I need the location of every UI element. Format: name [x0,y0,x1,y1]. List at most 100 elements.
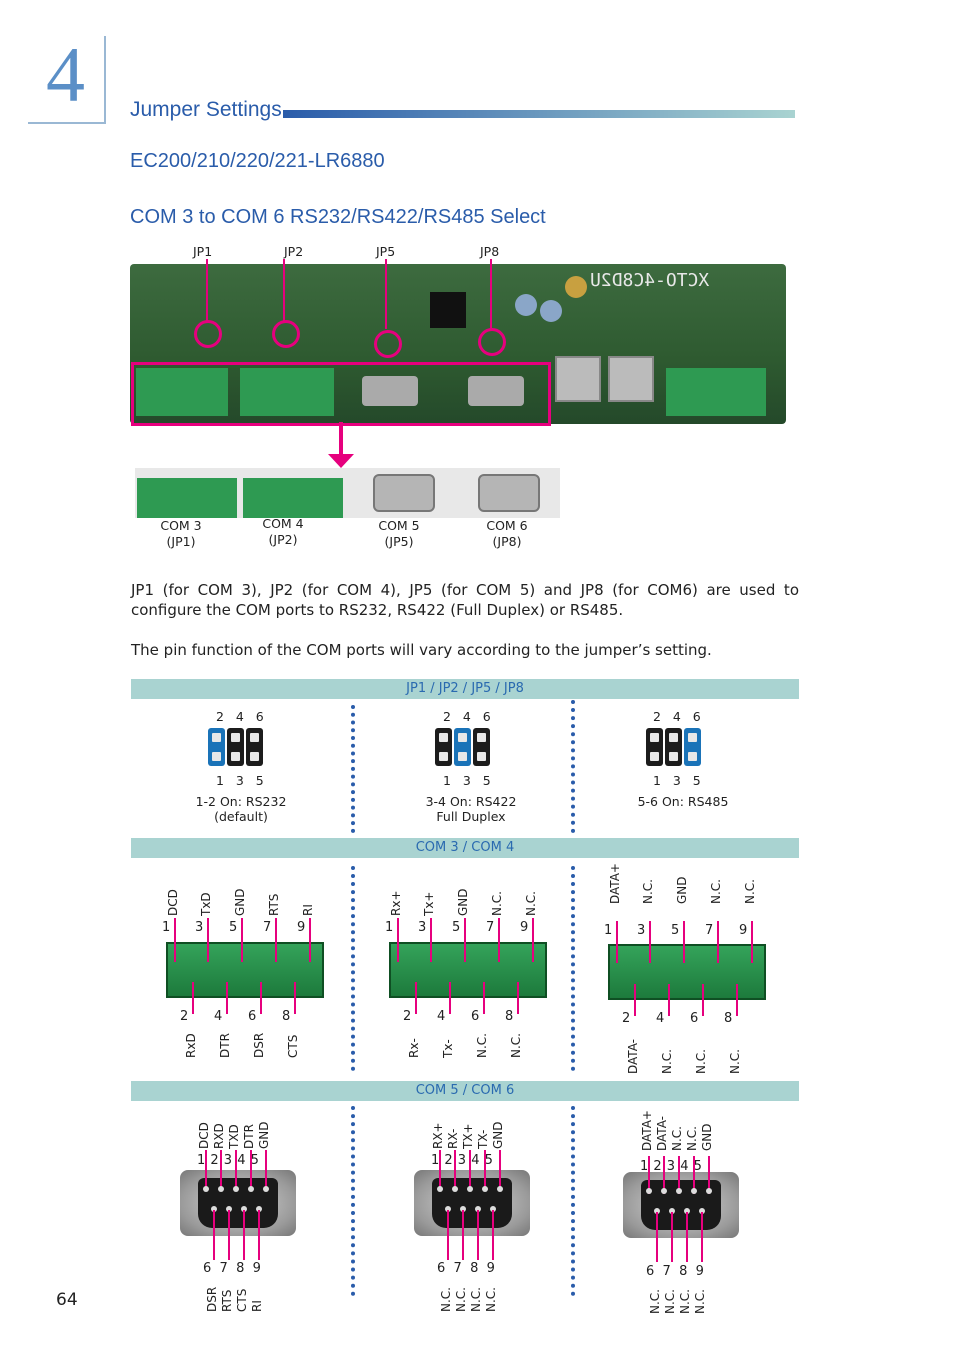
pin-label: N.C. [670,1126,684,1151]
db9-pin [241,1206,247,1212]
pin-leader [207,918,209,962]
db9-pin [661,1188,667,1194]
pin-leader [483,982,485,1014]
pin-leader [226,982,228,1014]
pin-label: N.C. [490,891,504,916]
pin-leader [634,984,636,1016]
board-capacitor [515,294,537,316]
arrow-shaft [339,422,343,456]
pin-label: N.C. [469,1287,483,1312]
db9-pin [445,1206,451,1212]
db9-pin [646,1188,652,1194]
board-label-jp8: JP8 [480,244,500,259]
pin-label: N.C. [484,1287,498,1312]
pin-label: N.C. [663,1289,677,1314]
pin-leader [213,1210,215,1260]
db9-pin [203,1186,209,1192]
pin-label: Tx+ [422,891,436,917]
pin-label: N.C. [694,1049,708,1074]
pin-leader [464,918,466,962]
pin-label: N.C. [641,879,655,904]
pin-number: 5 [229,920,238,935]
pin-label: DATA+ [640,1110,654,1151]
page-number: 64 [56,1290,78,1310]
db9-pin [211,1206,217,1212]
db9-top-numbers: 1 2 3 4 5 [431,1153,493,1168]
pin-leader [498,918,500,962]
model-title: EC200/210/220/221-LR6880 [130,150,385,172]
board-terminal [240,368,334,416]
com3-terminal [137,478,237,518]
pin-number: 2 [180,1009,189,1024]
pin-leader [693,1156,695,1194]
pin-leader [462,1210,464,1260]
pin-leader [663,1156,665,1194]
db9-connector [180,1170,296,1236]
db9-pin [233,1186,239,1192]
pin-label: N.C. [660,1049,674,1074]
pin-number: 5 [671,923,680,938]
pin-label: Rx+ [389,890,403,917]
pin-leader [648,1156,650,1194]
db9-bottom-numbers: 6 7 8 9 [203,1261,261,1276]
pin-leader [241,918,243,962]
pin-label: DATA+ [608,863,622,904]
terminal-block [166,942,324,998]
db9-pin [475,1206,481,1212]
pin-label: RTS [267,893,281,916]
pin-label: DCD [166,889,180,916]
pin-label: N.C. [693,1289,707,1314]
jumper-3-top: 2 4 6 [653,709,701,724]
pin-leader [477,1210,479,1260]
db9-pin [460,1206,466,1212]
db9-pin [248,1186,254,1192]
pin-number: 2 [403,1009,412,1024]
pin-label: TxD [199,892,213,916]
pin-number: 9 [739,923,748,938]
pin-number: 9 [520,920,529,935]
pin-label: GND [491,1121,505,1149]
pin-number: 8 [505,1009,514,1024]
separator [571,1106,575,1296]
db9-pin [669,1208,675,1214]
pin-leader [449,982,451,1014]
pin-label: RXD [212,1123,226,1149]
pin-label: N.C. [509,1033,523,1058]
db9-connector [623,1172,739,1238]
pin-number: 8 [724,1011,733,1026]
pin-leader [484,1150,486,1188]
board-image: XCTO-4C8D2U [130,264,786,424]
pin-number: 1 [604,923,613,938]
pin-leader [702,984,704,1016]
section-title: Jumper Settings [130,98,282,121]
separator [351,1106,355,1296]
pin-leader [517,982,519,1014]
subtitle: COM 3 to COM 6 RS232/RS422/RS485 Select [130,206,546,228]
pin-number: 1 [385,920,394,935]
pin-leader [258,1210,260,1260]
jumper-2-bottom: 1 3 5 [443,773,491,788]
pin-label: RTS [220,1289,234,1312]
pin-number: 6 [471,1009,480,1024]
db9-pin [226,1206,232,1212]
com5-label: COM 5(JP5) [378,518,420,549]
board-terminal [136,368,228,416]
separator [351,705,355,833]
pin-leader [250,1150,252,1188]
db9-pin [676,1188,682,1194]
pin-label: N.C. [475,1033,489,1058]
jumper-2-top: 2 4 6 [443,709,491,724]
db9-pin [218,1186,224,1192]
pin-label: GND [675,876,689,904]
pin-leader [439,1150,441,1188]
pin-leader [454,1150,456,1188]
jp2-marker [272,320,300,348]
jumper-1-top: 2 4 6 [216,709,264,724]
pin-label: DATA- [626,1039,640,1074]
board-chip [430,292,466,328]
pin-number: 6 [690,1011,699,1026]
pin-leader [309,918,311,962]
separator [351,866,355,1071]
terminal-block [389,942,547,998]
